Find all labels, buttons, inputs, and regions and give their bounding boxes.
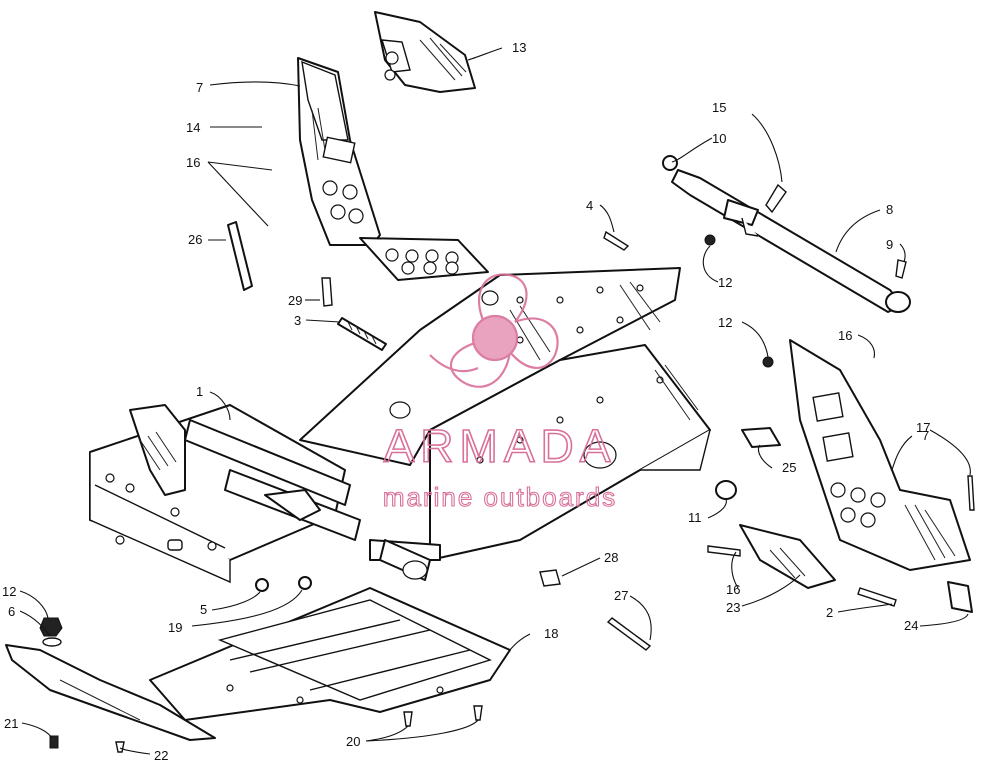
watermark-title: ARMADA [384, 420, 617, 472]
callout-23: 23 [726, 600, 740, 615]
callout-4: 4 [586, 198, 593, 213]
leader-lines [19, 47, 971, 755]
steering-bar-part [662, 155, 911, 368]
callout-18: 18 [544, 626, 558, 641]
lower-bracket-part [707, 524, 897, 607]
rod-part [227, 221, 253, 291]
callout-21: 21 [4, 716, 18, 731]
callout-9: 9 [886, 237, 893, 252]
clip-part [741, 427, 781, 448]
callout-29: 29 [288, 293, 302, 308]
callout-15: 15 [712, 100, 726, 115]
propeller-logo [429, 273, 559, 388]
callout-16-upper: 16 [186, 155, 200, 170]
plug-part [715, 480, 737, 500]
screws-part [403, 705, 483, 727]
callout-20: 20 [346, 734, 360, 749]
main-frame-part [89, 267, 711, 584]
callout-24: 24 [904, 618, 918, 633]
watermark-subtitle: marine outboards [383, 482, 617, 512]
callout-12-mid: 12 [718, 315, 732, 330]
fastener-part [539, 569, 652, 651]
callout-2: 2 [826, 605, 833, 620]
steering-support-lower-part [789, 339, 975, 571]
callout-labels: 7 14 16 26 13 29 3 1 4 15 10 8 9 12 12 1… [2, 40, 930, 763]
bumper-hardware-part [39, 617, 125, 753]
plate-part [947, 581, 973, 613]
headlight-housing-part [374, 11, 476, 93]
callout-17: 17 [916, 420, 930, 435]
callout-26: 26 [188, 232, 202, 247]
callout-16-lower: 16 [726, 582, 740, 597]
strap-part [321, 277, 387, 351]
callout-13: 13 [512, 40, 526, 55]
callout-28: 28 [604, 550, 618, 565]
callout-10: 10 [712, 131, 726, 146]
callout-8: 8 [886, 202, 893, 217]
front-bumper-part [5, 644, 216, 741]
callout-19: 19 [168, 620, 182, 635]
callout-27: 27 [614, 588, 628, 603]
callout-25: 25 [782, 460, 796, 475]
callout-5: 5 [200, 602, 207, 617]
callout-11: 11 [688, 510, 702, 525]
bolt-part [603, 230, 630, 251]
callout-16-right: 16 [838, 328, 852, 343]
callout-3: 3 [294, 313, 301, 328]
washers-part [255, 576, 312, 592]
callout-7-lower: 7 [922, 428, 929, 443]
callout-12-bar: 12 [718, 275, 732, 290]
callout-6: 6 [8, 604, 15, 619]
callout-7-upper: 7 [196, 80, 203, 95]
callout-1: 1 [196, 384, 203, 399]
steering-support-upper-part [297, 57, 489, 281]
callout-22: 22 [154, 748, 168, 763]
callout-14: 14 [186, 120, 200, 135]
skid-plate-part [149, 587, 511, 721]
callout-12-left: 12 [2, 584, 16, 599]
watermark: ARMADA marine outboards [382, 273, 617, 513]
